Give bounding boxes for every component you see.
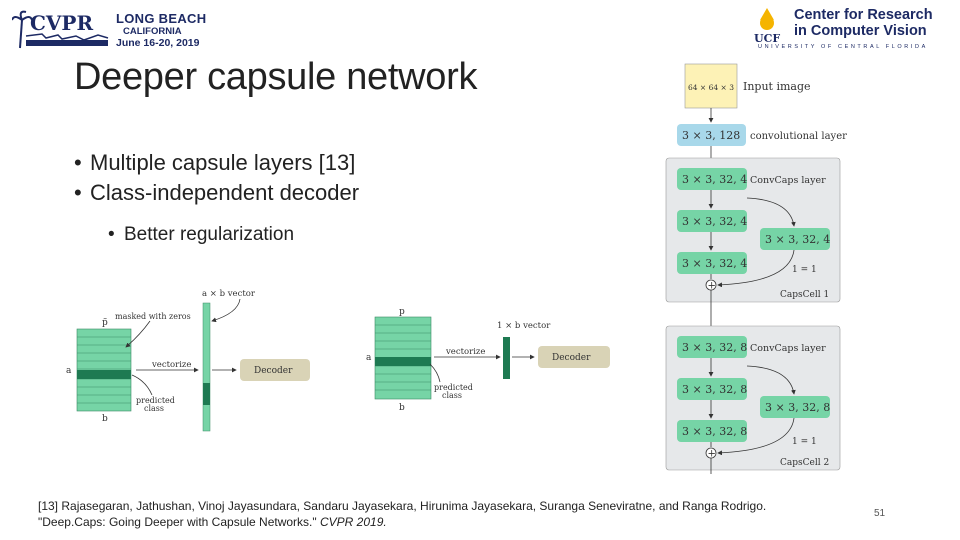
decoder-block — [240, 359, 310, 381]
crcv-name: Center for Research in Computer Vision — [794, 7, 933, 39]
sub-bullet-item: • Better regularization — [108, 224, 294, 246]
page-number: 51 — [874, 508, 886, 519]
convcaps-block — [677, 210, 747, 232]
decoder-label: Decoder — [552, 353, 591, 363]
input-image-block — [684, 63, 738, 109]
convcaps-layer-label: ConvCaps layer — [750, 343, 826, 354]
convcaps-size: 3 × 3, 32, 4 — [682, 173, 747, 186]
sub-bullet-text: Better regularization — [124, 224, 295, 245]
caps-cell-2: 3 × 3, 32, 8 ConvCaps layer 3 × 3, 32, 8… — [665, 325, 841, 471]
skyline-icon — [25, 33, 109, 41]
class-label: class — [144, 404, 164, 413]
cvpr-location: LONG BEACH — [116, 11, 207, 26]
wave-icon — [26, 40, 108, 46]
conv-layer-size: 3 × 3, 128 — [682, 129, 740, 142]
caps-cell-1: 3 × 3, 32, 4 ConvCaps layer 3 × 3, 32, 4… — [665, 157, 841, 303]
cvpr-conference-info: LONG BEACH CALIFORNIA June 16-20, 2019 — [116, 11, 206, 49]
predicted-label: predicted — [136, 396, 175, 405]
cvpr-state: CALIFORNIA — [123, 26, 182, 37]
flattened-vector — [202, 302, 211, 432]
convcaps-block — [677, 252, 747, 274]
p-tilde-label: p̃ — [102, 317, 108, 328]
conv-layer-label: convolutional layer — [750, 131, 847, 142]
convcaps-size: 3 × 3, 32, 4 — [682, 215, 747, 228]
cvpr-logo-text: CVPR — [30, 11, 93, 35]
crcv-line1: Center for Research — [794, 7, 933, 23]
convcaps-block — [677, 378, 747, 400]
cvpr-dates: June 16-20, 2019 — [116, 37, 200, 49]
university-name: UNIVERSITY OF CENTRAL FLORIDA — [758, 44, 928, 50]
predicted-segment — [203, 383, 210, 405]
bullet-symbol: • — [74, 180, 82, 205]
conv-layer-block — [677, 124, 746, 146]
convcaps-block — [677, 420, 747, 442]
convcaps-block — [677, 168, 747, 190]
convcaps-block — [677, 336, 747, 358]
class-label: class — [442, 391, 462, 400]
reference-venue: CVPR 2019. — [320, 515, 387, 529]
crcv-line2: in Computer Vision — [794, 23, 927, 39]
input-image-label: Input image — [743, 80, 811, 93]
predicted-row — [77, 370, 131, 379]
decoder-figure-masked: a × b vector masked with zeros p̃ a b ve… — [66, 289, 310, 432]
iteration-label: 1 = 1 — [792, 265, 817, 275]
add-symbol: + — [708, 449, 716, 460]
vectorize-label: vectorize — [445, 347, 485, 357]
class-vector — [503, 337, 510, 379]
bullet-text: Multiple capsule layers [13] — [90, 150, 356, 175]
bullet-symbol: • — [108, 224, 115, 245]
bullet-item: • Class-independent decoder — [74, 178, 359, 208]
p-label: p — [399, 307, 405, 317]
reference-citation: [13] Rajasegaran, Jathushan, Vinoj Jayas… — [38, 498, 818, 530]
vector-size-label: a × b vector — [202, 289, 256, 299]
iteration-label: 1 = 1 — [792, 437, 817, 447]
deepcaps-architecture-figure: 64 × 64 × 3 Input image 3 × 3, 128 convo… — [665, 63, 847, 474]
b-label: b — [399, 403, 405, 413]
convcaps-size: 3 × 3, 32, 8 — [682, 341, 747, 354]
add-symbol: + — [708, 281, 716, 292]
convcaps-size: 3 × 3, 32, 4 — [682, 257, 747, 270]
decoder-label: Decoder — [254, 366, 293, 376]
bullet-text: Class-independent decoder — [90, 180, 360, 205]
masked-label: masked with zeros — [115, 312, 191, 321]
slide-title: Deeper capsule network — [74, 56, 478, 98]
vector-size-label: 1 × b vector — [497, 321, 551, 331]
convcaps-layer-label: ConvCaps layer — [750, 175, 826, 186]
convcaps-size: 3 × 3, 32, 8 — [682, 425, 747, 438]
ucf-logo-text: UCF — [754, 32, 780, 45]
skip-convcaps-block — [760, 396, 830, 418]
decoder-block — [538, 346, 610, 368]
convcaps-size: 3 × 3, 32, 8 — [682, 383, 747, 396]
a-label: a — [366, 353, 372, 363]
b-label: b — [102, 414, 108, 424]
skip-convcaps-size: 3 × 3, 32, 4 — [765, 233, 830, 246]
reference-text: [13] Rajasegaran, Jathushan, Vinoj Jayas… — [38, 499, 767, 529]
caps-cell-label: CapsCell 1 — [780, 290, 829, 300]
predicted-label: predicted — [434, 383, 473, 392]
ucf-logo: UCF — [754, 8, 780, 45]
a-label: a — [66, 366, 72, 376]
bullet-symbol: • — [74, 150, 82, 175]
caps-cell-label: CapsCell 2 — [780, 458, 829, 468]
decoder-figure-class-independent: p a b vectorize predicted class 1 × b ve… — [366, 307, 610, 413]
predicted-row — [375, 357, 431, 366]
vectorize-label: vectorize — [151, 360, 191, 370]
bullet-list: • Multiple capsule layers [13] • Class-ind… — [74, 148, 359, 208]
palm-tree-icon — [12, 10, 33, 49]
cvpr-logo: CVPR — [12, 8, 112, 50]
skip-convcaps-size: 3 × 3, 32, 8 — [765, 401, 830, 414]
bullet-item: • Multiple capsule layers [13] — [74, 148, 359, 178]
skip-convcaps-block — [760, 228, 830, 250]
input-size-label: 64 × 64 × 3 — [688, 83, 734, 92]
